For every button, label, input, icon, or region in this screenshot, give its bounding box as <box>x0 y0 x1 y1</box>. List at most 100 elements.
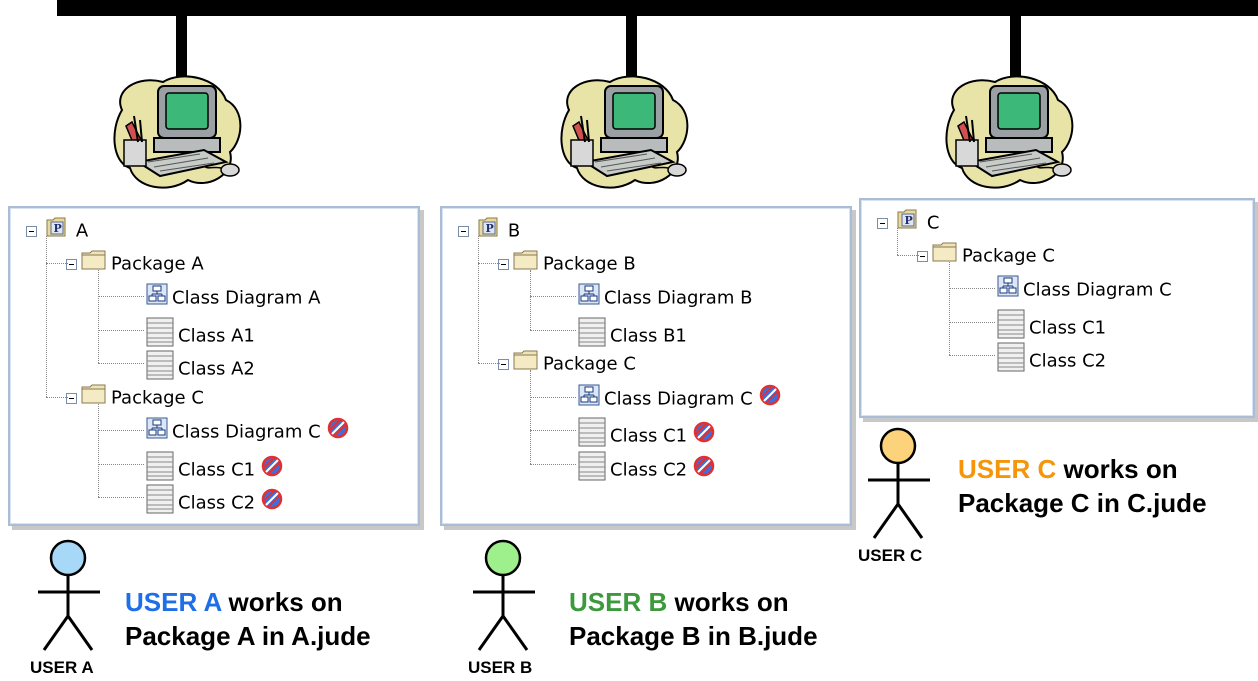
project-icon: P <box>477 216 499 247</box>
tree-item-label: Class C1 <box>610 425 688 447</box>
tree-item[interactable]: Class C1 <box>997 309 1106 338</box>
folder-icon <box>513 350 539 379</box>
tree-connector <box>478 236 479 363</box>
tree-connector <box>98 363 144 364</box>
tree-item[interactable]: Class Diagram C <box>146 417 353 443</box>
tree-connector <box>530 269 531 330</box>
tree-item[interactable]: Class C1 <box>146 451 287 480</box>
tree-item[interactable]: Package C <box>66 384 204 410</box>
tree-item-label: Package A <box>111 253 204 274</box>
drop-line-b <box>626 14 637 80</box>
tree-item-label: Class Diagram C <box>172 421 321 443</box>
tree-connector <box>98 296 144 297</box>
caption-user-c: USER C works on Package C in C.jude <box>958 452 1207 520</box>
tree-item[interactable]: Class A2 <box>146 350 255 380</box>
tree-connector <box>530 329 576 331</box>
tree-root-label: A <box>75 220 89 242</box>
tree-item[interactable]: Class C1 <box>578 417 719 447</box>
collapse-toggle-icon[interactable] <box>498 359 509 370</box>
svg-text:P: P <box>54 222 62 235</box>
tree-connector <box>949 355 995 356</box>
tree-item-label: Class C2 <box>610 459 688 480</box>
caption-package: Package B in B.jude <box>569 621 818 651</box>
collapse-toggle-icon[interactable] <box>498 258 509 270</box>
tree-item[interactable]: Class Diagram C <box>578 384 785 410</box>
locked-icon <box>261 488 283 519</box>
class-icon <box>146 484 174 523</box>
tree-root-label: C <box>926 212 940 234</box>
class-icon <box>997 309 1025 348</box>
caption-works-on: works on <box>221 587 343 617</box>
caption-user-name: USER A <box>125 587 222 617</box>
tree-item-label: Package B <box>543 253 636 274</box>
tree-connector <box>98 430 144 431</box>
tree-connector <box>530 463 576 465</box>
tree-item[interactable]: Class C2 <box>997 342 1106 372</box>
tree-item[interactable]: Package C <box>917 242 1055 268</box>
class-diagram-icon <box>578 384 600 415</box>
locked-icon <box>693 455 715 486</box>
collapse-toggle-icon[interactable] <box>26 226 37 237</box>
caption-user-b: USER B works on Package B in B.jude <box>569 585 818 653</box>
tree-item[interactable]: Class Diagram A <box>146 283 320 309</box>
tree-root[interactable]: P C <box>877 208 939 234</box>
collapse-toggle-icon[interactable] <box>458 226 469 237</box>
class-diagram-icon <box>997 275 1019 306</box>
tree-item-label: Class Diagram B <box>604 287 753 309</box>
tree-root[interactable]: P A <box>26 216 88 242</box>
tree-item[interactable]: Class Diagram B <box>578 283 752 309</box>
collapse-toggle-icon[interactable] <box>66 258 77 270</box>
tree-root[interactable]: P B <box>458 216 520 242</box>
tree-connector <box>530 430 576 431</box>
class-icon <box>578 451 606 490</box>
class-icon <box>146 317 174 356</box>
tree-connector <box>949 321 995 323</box>
stick-figure-user-b <box>465 538 541 663</box>
caption-user-a: USER A works on Package A in A.jude <box>125 585 371 653</box>
locked-icon <box>693 421 715 452</box>
collapse-toggle-icon[interactable] <box>66 392 77 404</box>
tree-item[interactable]: Package B <box>498 250 636 276</box>
tree-item[interactable]: Class Diagram C <box>997 275 1172 301</box>
tree-connector <box>897 228 898 255</box>
class-diagram-icon <box>146 417 168 448</box>
user-label-c: USER C <box>858 546 923 565</box>
tree-item[interactable]: Class C2 <box>578 451 719 480</box>
tree-item[interactable]: Package C <box>498 350 636 376</box>
caption-package: Package A in A.jude <box>125 621 371 651</box>
tree-connector <box>46 262 68 264</box>
tree-root-label: B <box>507 220 521 242</box>
tree-item-label: Class Diagram A <box>172 287 321 309</box>
project-icon: P <box>45 216 67 247</box>
class-icon <box>578 317 606 356</box>
caption-package: Package C in C.jude <box>958 488 1207 518</box>
tree-item[interactable]: Class C2 <box>146 484 287 514</box>
tree-item-label: Class A2 <box>178 358 255 380</box>
caption-works-on: works on <box>1056 454 1178 484</box>
class-diagram-icon <box>146 283 168 314</box>
tree-connector <box>478 363 500 364</box>
tree-connector <box>98 497 144 498</box>
tree-item[interactable]: Package A <box>66 250 204 276</box>
locked-icon <box>261 455 283 486</box>
folder-icon <box>81 250 107 279</box>
tree-item[interactable]: Class B1 <box>578 317 687 346</box>
user-label-a: USER A <box>30 658 94 677</box>
tree-item[interactable]: Class A1 <box>146 317 255 346</box>
tree-connector <box>98 403 99 497</box>
project-icon: P <box>896 208 918 239</box>
model-tree: P B Package B Class Diagram B Class B1 P… <box>442 208 850 524</box>
class-icon <box>146 350 174 389</box>
tree-item-label: Package C <box>543 353 636 375</box>
class-icon <box>146 451 174 490</box>
tree-connector <box>949 288 995 289</box>
tree-connector <box>530 396 576 398</box>
user-label-b: USER B <box>468 658 533 677</box>
tree-connector <box>897 254 919 256</box>
svg-text:P: P <box>486 222 494 235</box>
collapse-toggle-icon[interactable] <box>917 250 928 262</box>
tree-connector <box>46 396 68 398</box>
collapse-toggle-icon[interactable] <box>877 218 888 229</box>
model-tree-panel-a: P A Package A Class Diagram A Class A1 C… <box>8 206 420 526</box>
tree-connector <box>530 370 531 464</box>
